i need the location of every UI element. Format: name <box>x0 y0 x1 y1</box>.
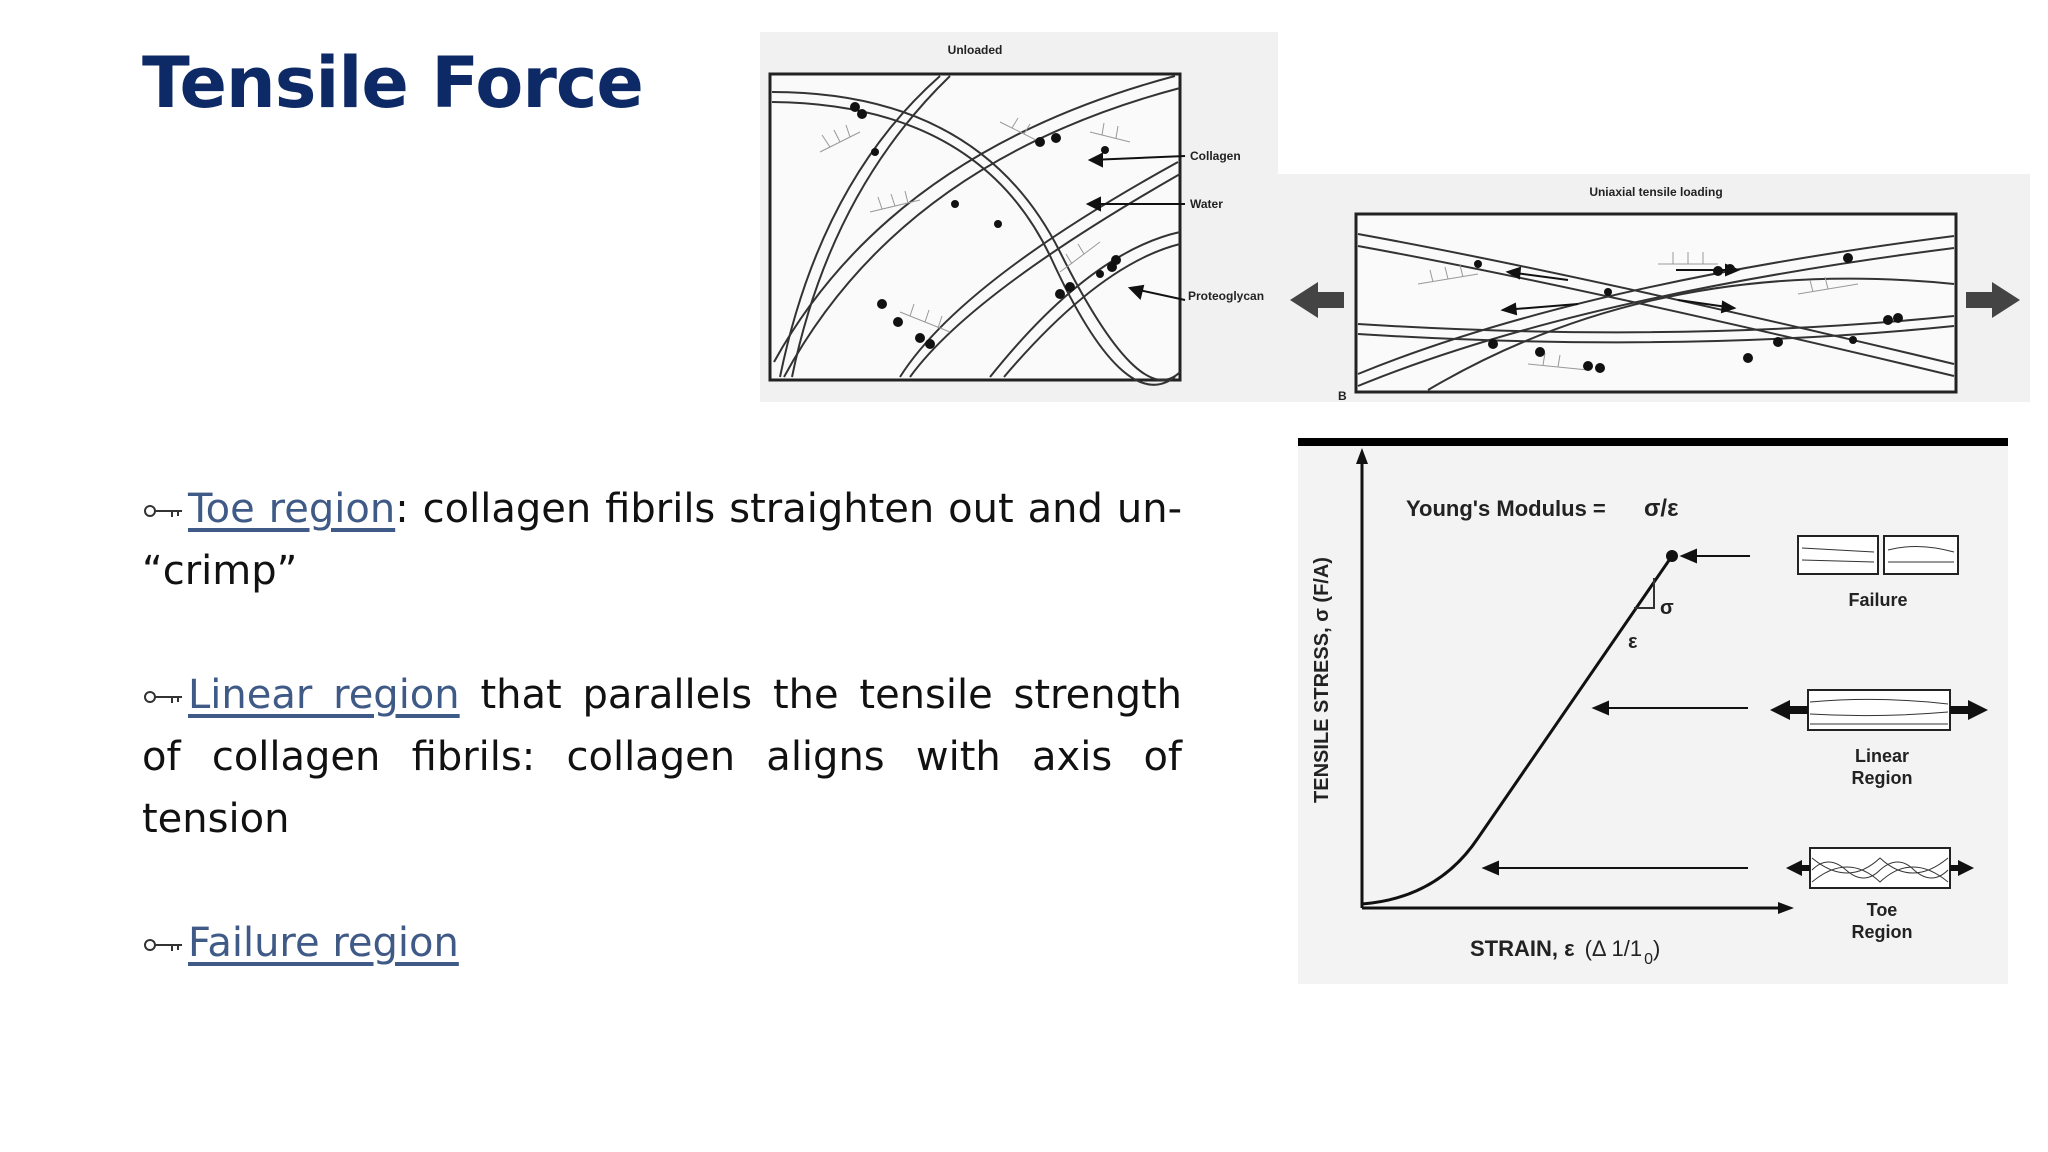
y-axis-label: TENSILE STRESS, σ (F/A) <box>1311 557 1333 803</box>
youngs-modulus-value: σ/ε <box>1644 495 1678 522</box>
bullet-text-linear: that parallels the tensile strength of c… <box>142 672 1182 842</box>
figure-unloaded-title: Unloaded <box>948 43 1003 57</box>
linear-label-1: Linear <box>1855 746 1909 766</box>
top-rule <box>1298 438 2008 446</box>
bullet-term-toe[interactable]: Toe region <box>188 486 396 532</box>
bullet-failure-region: Failure region <box>142 912 1182 974</box>
failure-sample-icon <box>1797 535 1959 575</box>
sigma-symbol: σ <box>1660 597 1674 619</box>
failure-point <box>1666 550 1678 562</box>
bullet-term-linear[interactable]: Linear region <box>188 672 460 718</box>
youngs-modulus-label: Young's Modulus = <box>1406 496 1606 521</box>
figure-unloaded: Unloaded Co <box>760 32 1278 402</box>
panel-letter-b: B <box>1338 389 1347 402</box>
key-icon <box>144 939 182 951</box>
epsilon-symbol: ε <box>1628 631 1638 653</box>
bullet-term-failure[interactable]: Failure region <box>188 920 459 966</box>
stress-strain-curve <box>1361 555 1674 906</box>
label-collagen: Collagen <box>1190 149 1241 163</box>
toe-label-1: Toe <box>1867 900 1898 920</box>
bullet-text-toe: : collagen fibrils straighten out and un… <box>142 486 1183 594</box>
label-proteoglycan: Proteoglycan <box>1188 289 1264 303</box>
right-arrow-icon <box>1966 282 2020 318</box>
figure-tensile-loading: Uniaxial tensile loading <box>1278 174 2030 402</box>
toe-label-2: Region <box>1852 922 1913 942</box>
toe-sample-icon <box>1786 847 1974 889</box>
linear-label-2: Region <box>1852 768 1913 788</box>
left-arrow-icon <box>1290 282 1344 318</box>
bullet-linear-region: Linear region that parallels the tensile… <box>142 664 1182 850</box>
label-water: Water <box>1190 197 1223 211</box>
figure-loaded-title: Uniaxial tensile loading <box>1589 185 1722 199</box>
failure-label: Failure <box>1848 590 1907 610</box>
key-icon <box>144 505 182 517</box>
linear-sample-icon <box>1770 689 1988 731</box>
key-icon <box>144 691 182 703</box>
bullet-toe-region: Toe region: collagen fibrils straighten … <box>142 478 1182 602</box>
slide-title: Tensile Force <box>142 42 644 124</box>
bullet-list: Toe region: collagen fibrils straighten … <box>142 478 1182 1036</box>
figure-stress-strain: σ ε Young's Modulus = σ/ε TENSILE STRESS… <box>1298 438 2008 984</box>
